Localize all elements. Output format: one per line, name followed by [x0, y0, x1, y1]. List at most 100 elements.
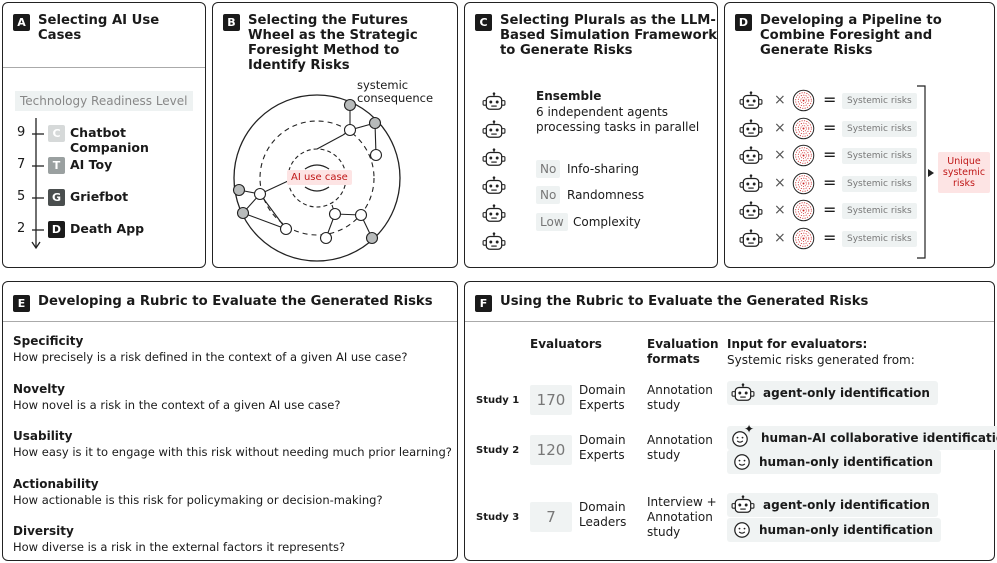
criterion-question: How easy is it to engage with this risk … — [13, 445, 452, 459]
robot-icon — [739, 201, 763, 221]
center-label: AI use case — [287, 170, 352, 185]
criterion-name: Usability — [13, 429, 73, 443]
input-source-label: human-only identification — [759, 455, 934, 469]
panel-f-divider — [465, 321, 994, 322]
criterion-question: How novel is a risk in the context of a … — [13, 397, 341, 412]
panel-b-badge: B — [223, 14, 240, 31]
study-label: Study 3 — [476, 512, 520, 523]
input-pill: human-only identification — [727, 518, 942, 542]
panel-a-badge: A — [13, 14, 30, 31]
robot-icon — [482, 92, 506, 112]
input-pill: human-only identification — [727, 450, 942, 474]
panel-a: A Selecting AI Use Cases Technology Read… — [2, 2, 206, 268]
criterion-name: Novelty — [13, 381, 65, 396]
setting-value: No — [536, 186, 561, 204]
setting-value: No — [536, 160, 561, 178]
systemic-risks-chip: Systemic risks — [842, 93, 917, 109]
panel-a-title: Selecting AI Use Cases — [38, 13, 160, 43]
use-case-name: Chatbot Companion — [70, 125, 149, 155]
evaluator-type: Domain Experts — [579, 383, 626, 412]
systemic-risks-chip: Systemic risks — [842, 203, 917, 219]
times-sign: × — [774, 147, 786, 163]
futures-wheel-icon — [792, 227, 815, 250]
setting-label: Randomness — [567, 188, 645, 202]
panel-b-header: B Selecting the Futures Wheel as the Str… — [223, 13, 448, 73]
evaluator-count: 170 — [530, 385, 572, 415]
panel-c-header: C Selecting Plurals as the LLM-Based Sim… — [475, 13, 720, 58]
equals-sign: = — [823, 200, 837, 219]
use-case-name: Death App — [70, 221, 145, 236]
robot-icon — [482, 176, 506, 196]
human-icon — [733, 521, 751, 539]
human-icon — [733, 453, 751, 471]
systemic-risks-chip: Systemic risks — [842, 230, 917, 247]
panel-c: C Selecting Plurals as the LLM-Based Sim… — [464, 2, 718, 268]
setting-label: Info-sharing — [567, 162, 639, 176]
criterion-question: How precisely is a risk defined in the c… — [13, 350, 408, 364]
criterion-name: Specificity — [13, 334, 84, 348]
panel-e-divider — [3, 321, 457, 322]
input-source-label: agent-only identification — [763, 386, 930, 400]
panel-e: E Developing a Rubric to Evaluate the Ge… — [2, 281, 458, 561]
setting-value: Low — [536, 213, 568, 231]
criterion-name: Diversity — [13, 524, 74, 538]
panel-d: D Developing a Pipeline to Combine Fores… — [724, 2, 995, 268]
human-ai-icon: ✦ — [731, 423, 754, 448]
criterion-question: How diverse is a risk in the external fa… — [13, 540, 346, 554]
equals-sign: = — [823, 227, 837, 247]
trl-axis-arrow — [31, 118, 44, 250]
ensemble-title: Ensemble — [536, 89, 602, 103]
evaluation-format: Interview + Annotation study — [647, 495, 717, 539]
ensemble-description: 6 independent agents processing tasks in… — [536, 105, 700, 134]
panel-b: B Selecting the Futures Wheel as the Str… — [212, 2, 458, 268]
robot-icon — [731, 383, 755, 403]
robot-icon — [731, 495, 755, 515]
evaluator-type: Domain Leaders — [579, 500, 627, 529]
panel-e-badge: E — [13, 295, 30, 312]
robot-icon — [739, 229, 763, 249]
evaluator-count: 7 — [530, 502, 572, 532]
times-sign: × — [774, 202, 786, 218]
sparkle-icon: ✦ — [744, 422, 755, 436]
robot-icon — [482, 232, 506, 252]
unique-risks-box: Unique systemic risks — [938, 152, 990, 193]
equals-sign: = — [823, 145, 837, 164]
input-source-label: agent-only identification — [763, 498, 930, 512]
robot-icon — [739, 146, 763, 166]
equals-sign: = — [823, 172, 837, 192]
futures-wheel-icon — [792, 172, 815, 195]
robot-icon — [739, 91, 763, 111]
futures-wheel-icon — [792, 89, 815, 112]
panel-e-header: E Developing a Rubric to Evaluate the Ge… — [13, 294, 433, 312]
panel-c-badge: C — [475, 14, 492, 31]
robot-icon — [482, 148, 506, 168]
use-case-letter-badge: T — [48, 157, 65, 174]
systemic-consequence-label: systemic consequence — [357, 78, 434, 105]
systemic-risks-chip: Systemic risks — [842, 148, 917, 164]
evaluator-count: 120 — [530, 435, 572, 465]
panel-e-title: Developing a Rubric to Evaluate the Gene… — [38, 294, 433, 309]
panel-f: F Using the Rubric to Evaluate the Gener… — [464, 281, 997, 561]
study-label: Study 2 — [476, 445, 520, 456]
trl-level: 2 — [17, 221, 26, 236]
setting-label: Complexity — [573, 215, 641, 229]
use-case-letter-badge: D — [48, 221, 65, 238]
panel-d-badge: D — [735, 14, 752, 31]
col-input-title: Input for evaluators: — [727, 337, 868, 351]
trl-level: 9 — [17, 125, 26, 140]
trl-level: 7 — [17, 157, 26, 172]
panel-d-header: D Developing a Pipeline to Combine Fores… — [735, 13, 960, 58]
futures-wheel-icon — [792, 199, 815, 222]
futures-wheel-icon — [792, 117, 815, 140]
use-case-letter-badge: G — [48, 189, 65, 206]
input-pill: agent-only identification — [727, 493, 938, 517]
times-sign: × — [774, 229, 786, 246]
panel-f-badge: F — [475, 295, 492, 312]
criterion-name: Actionability — [13, 476, 99, 491]
panel-c-title: Selecting Plurals as the LLM-Based Simul… — [500, 13, 717, 58]
robot-icon — [739, 119, 763, 139]
robot-icon — [482, 204, 506, 224]
panel-a-header: A Selecting AI Use Cases — [13, 13, 205, 43]
col-formats: Evaluation formats — [647, 337, 719, 366]
equals-sign: = — [823, 117, 837, 137]
